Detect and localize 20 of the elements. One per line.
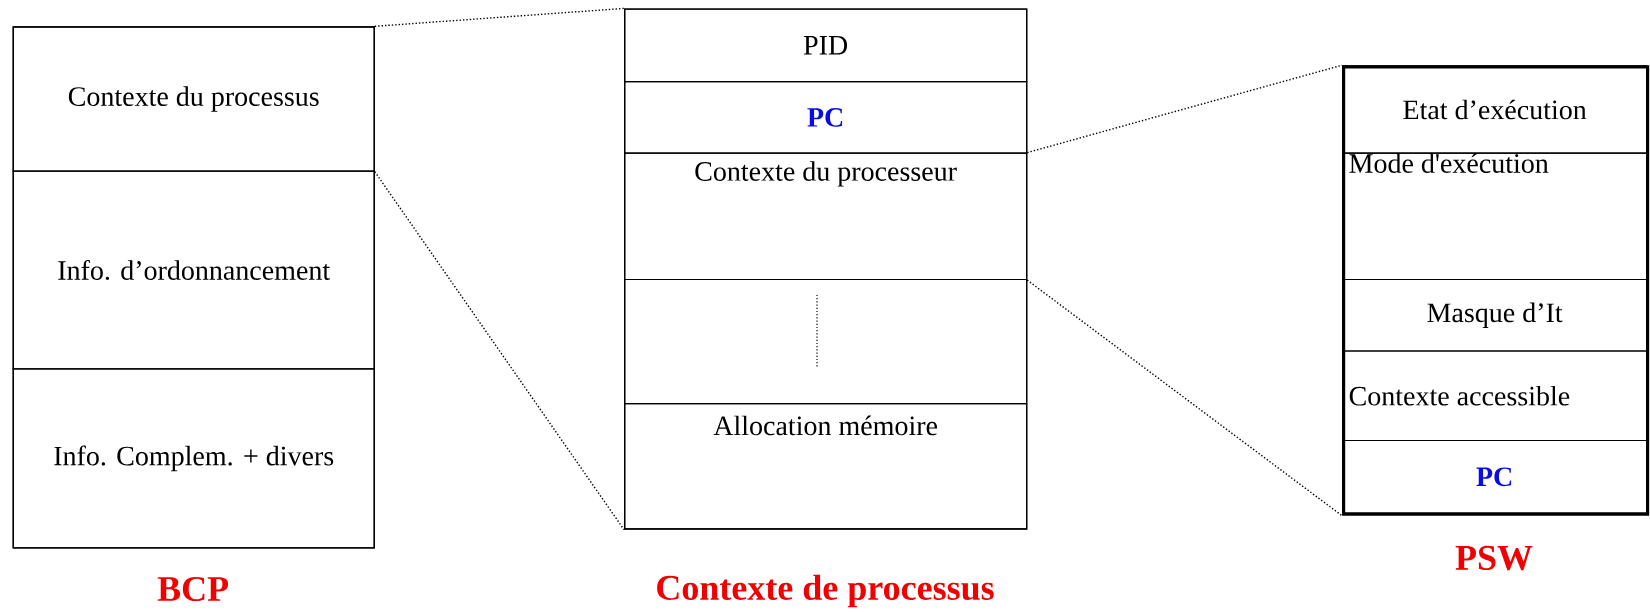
table-row: Info. Complem. + divers	[12, 368, 375, 549]
table-row: Masque d’It	[1342, 278, 1648, 352]
table-row: Contexte du processeur	[624, 152, 1028, 281]
table-row	[624, 278, 1028, 405]
table-row: PID	[624, 8, 1028, 83]
zoom-line	[374, 171, 625, 531]
table-title: PSW	[1455, 545, 1533, 571]
table-row: Mode d'exécution	[1342, 152, 1648, 281]
table-row: Info. d’ordonnancement	[12, 170, 375, 370]
zoom-line	[1026, 279, 1343, 517]
table-row: Contexte accessible	[1342, 350, 1648, 442]
table-row: Allocation mémoire	[624, 403, 1028, 530]
table-title: BCP	[157, 576, 229, 602]
zoom-line	[374, 7, 625, 27]
zoom-line	[1026, 64, 1343, 154]
table-row: PC	[624, 81, 1028, 154]
table-row: Contexte du processus	[12, 26, 375, 172]
table-row: Etat d’exécution	[1342, 65, 1648, 154]
table-title: Contexte de processus	[657, 574, 994, 608]
table-row: PC	[1342, 439, 1648, 514]
